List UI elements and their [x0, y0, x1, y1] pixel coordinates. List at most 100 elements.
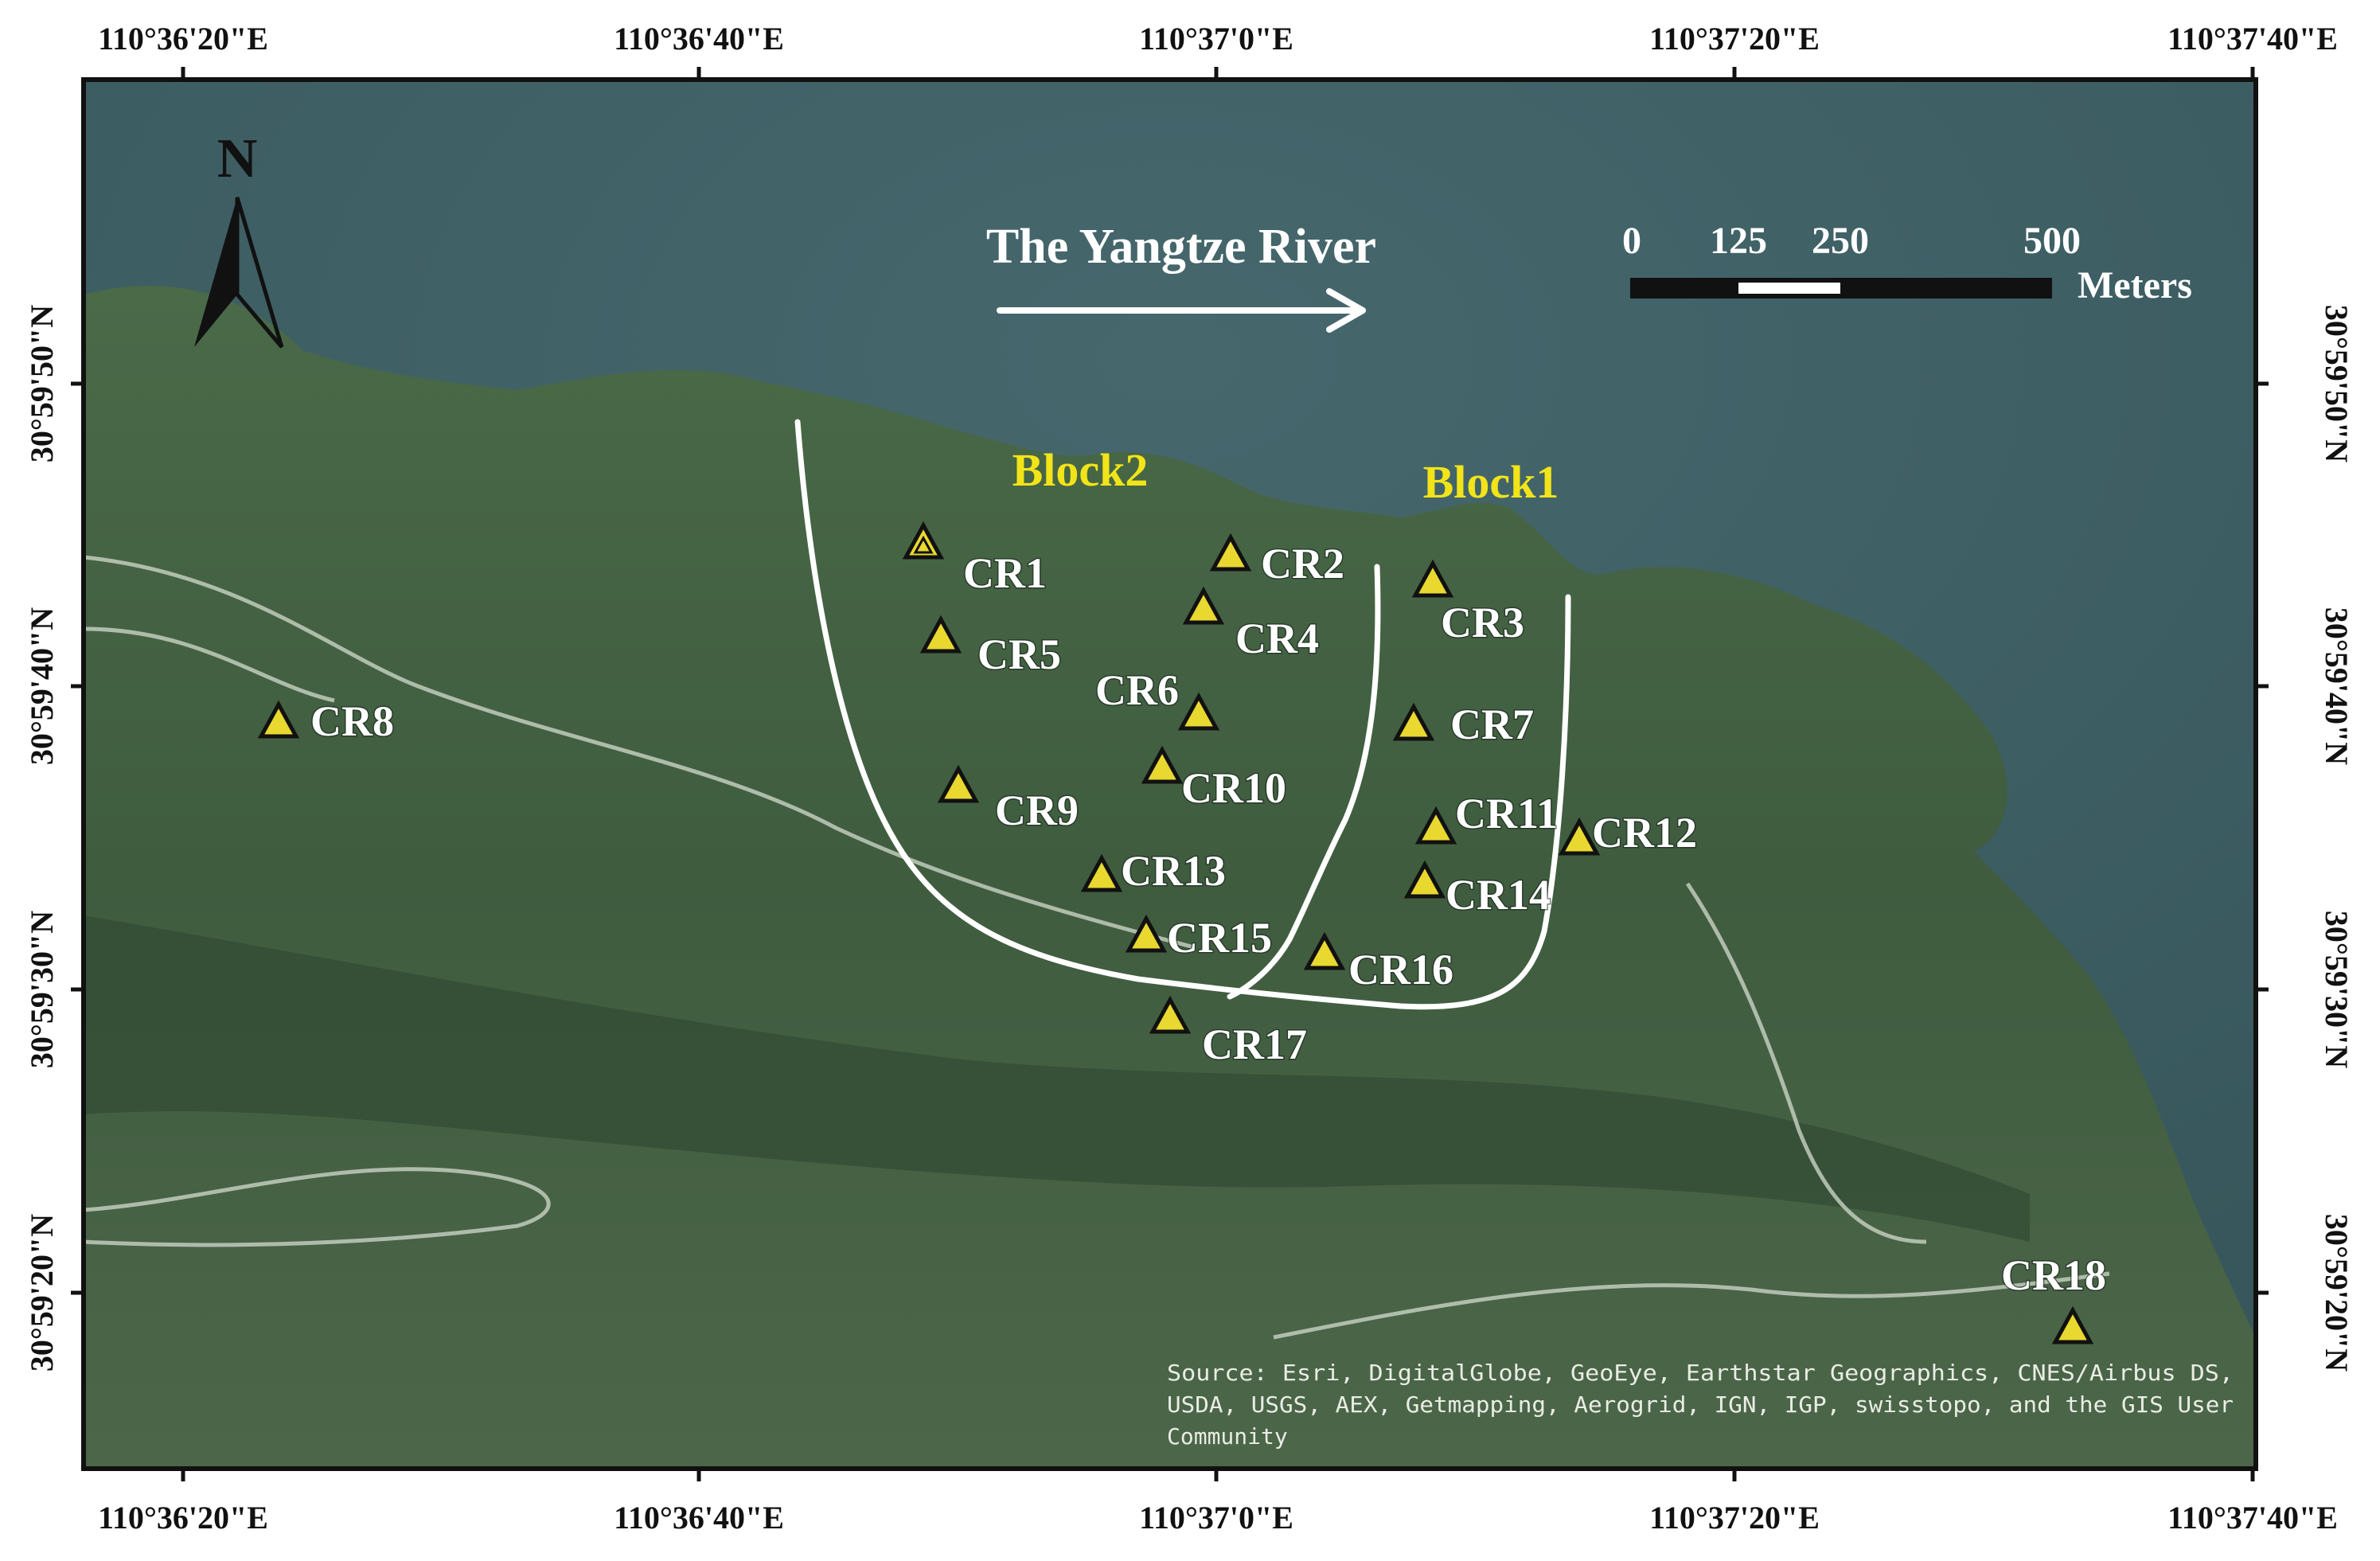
site-label-cr15: CR15	[1167, 914, 1272, 962]
lat-label-left-1: 30°59'50"N	[24, 305, 60, 462]
site-cr10[interactable]	[1141, 745, 1184, 784]
north-arrow: N	[194, 128, 284, 349]
source-attribution: Source: Esri, DigitalGlobe, GeoEye, Eart…	[1167, 1360, 2234, 1450]
map-frame	[81, 77, 2258, 1471]
site-marker-icon	[1303, 931, 1346, 970]
site-cr14[interactable]	[1403, 860, 1446, 899]
site-marker-icon	[919, 615, 962, 654]
site-marker-icon	[1411, 559, 1454, 598]
lon-label-top-4: 110°37'20"E	[1649, 21, 1820, 57]
site-cr11[interactable]	[1414, 806, 1457, 845]
site-cr8[interactable]	[257, 700, 300, 739]
lat-label-left-3: 30°59'30"N	[24, 911, 60, 1068]
lon-label-top-5: 110°37'40"E	[2167, 21, 2338, 57]
block-divider	[1227, 564, 1381, 1000]
site-label-cr6: CR6	[1095, 666, 1179, 714]
block2-label: Block2	[1012, 444, 1149, 496]
block1-label: Block1	[1423, 456, 1559, 508]
site-cr6[interactable]	[1177, 692, 1220, 731]
lon-label-bottom-5: 110°37'40"E	[2167, 1500, 2338, 1536]
site-cr9[interactable]	[937, 764, 980, 803]
site-marker-icon	[1209, 533, 1252, 572]
site-label-cr8: CR8	[310, 697, 394, 745]
site-marker-icon	[1392, 702, 1435, 741]
site-cr13[interactable]	[1080, 853, 1123, 892]
roads	[84, 555, 2110, 1340]
lon-label-bottom-1: 110°36'20"E	[98, 1500, 268, 1536]
lat-label-left-2: 30°59'40"N	[24, 607, 60, 765]
site-cr12[interactable]	[1558, 817, 1601, 856]
site-marker-icon	[1182, 586, 1225, 625]
site-cr4[interactable]	[1182, 586, 1225, 625]
lon-label-top-3: 110°37'0"E	[1139, 21, 1293, 57]
site-marker-icon	[2051, 1305, 2094, 1344]
site-cr3[interactable]	[1411, 559, 1454, 598]
site-marker-icon	[1149, 995, 1192, 1034]
longitude-labels-bottom: 110°36'20"E 110°36'40"E 110°37'0"E 110°3…	[98, 1500, 2338, 1536]
site-cr17[interactable]	[1149, 995, 1192, 1034]
north-arrow-light-icon	[235, 197, 284, 349]
site-label-cr4: CR4	[1235, 615, 1319, 662]
scale-tick-125: 125	[1710, 220, 1767, 262]
scale-bar: 0 125 250 500 Meters	[1622, 220, 2192, 306]
site-cr7[interactable]	[1392, 702, 1435, 741]
site-marker-icon	[1141, 745, 1184, 784]
site-label-cr11: CR11	[1455, 790, 1558, 837]
site-label-cr17: CR17	[1202, 1021, 1307, 1068]
site-label-cr18: CR18	[2001, 1251, 2106, 1299]
site-cr15[interactable]	[1125, 914, 1168, 953]
source-line-2: USDA, USGS, AEX, Getmapping, Aerogrid, I…	[1167, 1391, 2234, 1418]
site-marker-icon	[1125, 914, 1168, 953]
source-line-3: Community	[1167, 1423, 1288, 1450]
site-cr5[interactable]	[919, 615, 962, 654]
dark-valley	[84, 915, 2030, 1242]
outer-boundary	[794, 419, 1571, 1010]
site-label-cr2: CR2	[1261, 540, 1344, 587]
river-label: The Yangtze River	[986, 220, 1376, 274]
scale-tick-500: 500	[2023, 220, 2081, 262]
lat-label-left-4: 30°59'20"N	[24, 1214, 60, 1372]
site-labels: CR1 CR2 CR3 CR4 CR5 CR6 CR7 CR8 CR9 CR10…	[310, 539, 2108, 1301]
north-label: N	[217, 128, 258, 189]
site-cr2[interactable]	[1209, 533, 1252, 572]
latitude-labels-left: 30°59'50"N 30°59'40"N 30°59'30"N 30°59'2…	[24, 305, 60, 1372]
site-marker-icon	[1403, 860, 1446, 899]
lon-label-bottom-3: 110°37'0"E	[1139, 1500, 1293, 1536]
landslide-boundaries	[794, 419, 1571, 1010]
lat-label-right-4: 30°59'20"N	[2319, 1214, 2355, 1372]
frame-ticks	[71, 67, 2269, 1481]
site-label-cr14: CR14	[1446, 871, 1551, 919]
site-label-cr1: CR1	[963, 549, 1047, 597]
site-marker-icon	[1414, 806, 1457, 845]
flow-direction-arrow-icon	[997, 288, 1366, 333]
lon-label-top-1: 110°36'20"E	[98, 21, 268, 57]
site-marker-icon	[1177, 692, 1220, 731]
longitude-labels-top: 110°36'20"E 110°36'40"E 110°37'0"E 110°3…	[98, 21, 2338, 57]
site-marker-icon	[257, 700, 300, 739]
scale-unit: Meters	[2078, 264, 2192, 306]
site-label-cr7: CR7	[1450, 700, 1534, 748]
latitude-labels-right: 30°59'50"N 30°59'40"N 30°59'30"N 30°59'2…	[2319, 305, 2355, 1372]
lon-label-bottom-4: 110°37'20"E	[1649, 1500, 1820, 1536]
site-cr16[interactable]	[1303, 931, 1346, 970]
lon-label-top-2: 110°36'40"E	[614, 21, 784, 57]
site-label-cr5: CR5	[977, 630, 1061, 678]
lat-label-right-2: 30°59'40"N	[2319, 607, 2355, 765]
site-marker-icon	[1558, 817, 1601, 856]
site-marker-icon	[902, 521, 945, 560]
site-markers	[257, 521, 2094, 1344]
lon-label-bottom-2: 110°36'40"E	[614, 1500, 784, 1536]
site-label-cr12: CR12	[1592, 809, 1697, 857]
north-arrow-dark-icon	[194, 197, 237, 347]
source-line-1: Source: Esri, DigitalGlobe, GeoEye, Eart…	[1167, 1360, 2234, 1386]
site-cr1[interactable]	[902, 521, 945, 560]
scale-tick-250: 250	[1812, 220, 1869, 262]
site-label-cr16: CR16	[1348, 946, 1453, 993]
lat-label-right-3: 30°59'30"N	[2319, 911, 2355, 1068]
site-marker-icon	[937, 764, 980, 803]
scale-tick-0: 0	[1622, 220, 1641, 262]
site-cr18[interactable]	[2051, 1305, 2094, 1344]
site-label-cr13: CR13	[1121, 847, 1226, 895]
site-marker-icon	[1080, 853, 1123, 892]
